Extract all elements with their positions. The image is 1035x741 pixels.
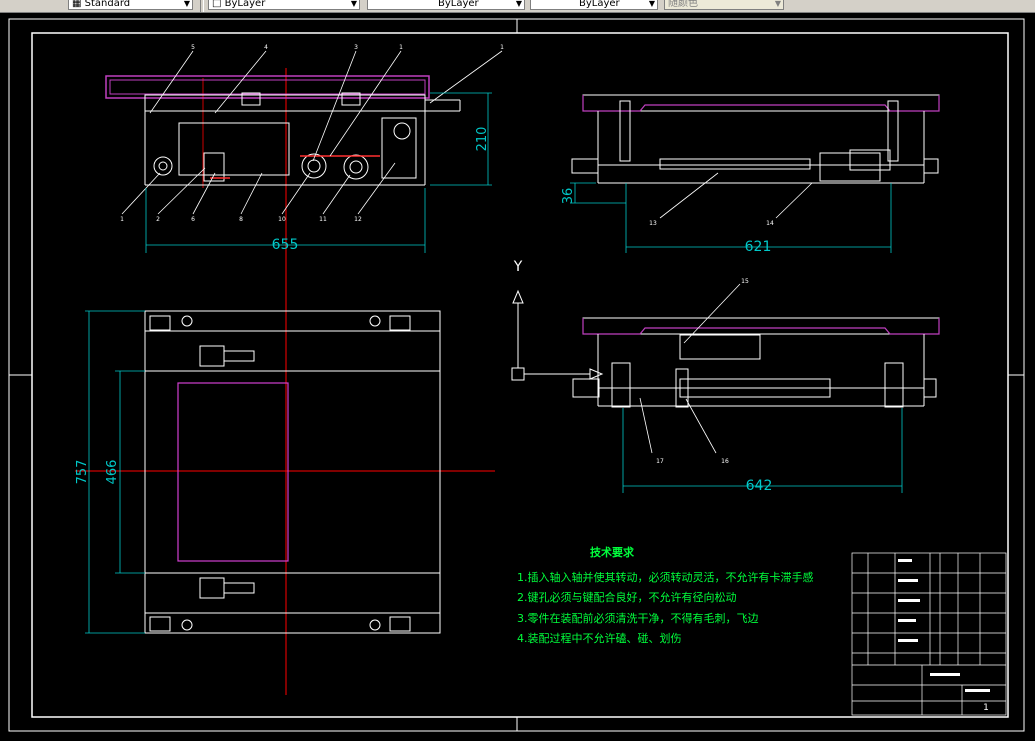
balloon: 3 xyxy=(354,44,358,51)
tech-requirement-item: 2.键孔必须与键配合良好，不允许有径向松动 xyxy=(517,591,737,604)
part-balloons: 5 4 3 1 1 1 2 6 8 10 11 12 13 14 15 17 1… xyxy=(120,44,774,465)
balloon: 1 xyxy=(500,44,504,51)
balloon: 11 xyxy=(319,216,327,223)
balloon: 12 xyxy=(354,216,362,223)
lineweight-dropdown[interactable]: ByLayer ▼ xyxy=(530,0,658,10)
balloon: 1 xyxy=(120,216,124,223)
ucs-icon xyxy=(511,289,604,381)
title-block-fills xyxy=(898,559,990,692)
text-style-value: Standard xyxy=(84,0,131,9)
plot-style-dropdown[interactable]: 随颜色 ▼ xyxy=(664,0,784,10)
balloon: 10 xyxy=(278,216,286,223)
lineweight-value: ByLayer xyxy=(579,0,620,9)
chevron-down-icon: ▼ xyxy=(515,0,522,8)
plot-style-value: 随颜色 xyxy=(668,0,698,9)
dim-right-mid-width: 642 xyxy=(746,478,773,494)
chevron-down-icon: ▼ xyxy=(648,0,655,8)
chevron-down-icon: ▼ xyxy=(183,0,190,8)
leader-lines xyxy=(659,172,813,219)
tech-requirement-item: 3.零件在装配前必须清洗干净，不得有毛刺，飞边 xyxy=(517,612,759,625)
color-swatch-icon: □ xyxy=(212,0,225,9)
tech-requirement-item: 4.装配过程中不允许磕、碰、划伤 xyxy=(517,632,682,645)
front-view xyxy=(105,75,461,186)
tech-requirements-title: 技术要求 xyxy=(590,546,634,559)
leader-lines xyxy=(639,283,741,454)
leader-lines xyxy=(121,50,503,215)
plan-view xyxy=(144,310,441,634)
balloon: 5 xyxy=(191,44,195,51)
toolbar-separator xyxy=(200,0,204,12)
dim-plan-outer: 757 xyxy=(75,460,90,485)
balloon: 15 xyxy=(741,278,749,285)
properties-toolbar: ▦ Standard ▼ □ ByLayer ▼ ByLayer ▼ ByLay… xyxy=(0,0,1035,13)
linetype-value: ByLayer xyxy=(438,0,479,9)
dimension-lines xyxy=(145,92,492,253)
layer-color-value: ByLayer xyxy=(224,0,266,9)
dimension-lines xyxy=(570,182,892,253)
drawing-canvas[interactable]: 655 210 621 36 642 757 466 Y 5 4 3 1 1 1… xyxy=(0,13,1035,737)
balloon: 16 xyxy=(721,458,729,465)
balloon: 4 xyxy=(264,44,268,51)
dimension-lines xyxy=(85,310,145,634)
linetype-dropdown[interactable]: ByLayer ▼ xyxy=(367,0,525,10)
balloon: 1 xyxy=(399,44,403,51)
dim-top-width: 655 xyxy=(272,237,299,253)
balloon: 14 xyxy=(766,220,774,227)
tech-requirement-item: 1.插入轴入轴并使其转动，必须转动灵活，不允许有卡滞手感 xyxy=(517,571,814,584)
layer-color-dropdown[interactable]: □ ByLayer ▼ xyxy=(208,0,360,10)
dimension-lines xyxy=(622,408,903,493)
balloon: 8 xyxy=(239,216,243,223)
chevron-down-icon: ▼ xyxy=(350,0,357,8)
axis-y-label: Y xyxy=(513,259,523,275)
dim-top-height: 210 xyxy=(475,127,490,152)
balloon: 2 xyxy=(156,216,160,223)
side-view-top xyxy=(571,94,940,184)
sheet-number: 1 xyxy=(983,703,989,713)
text-style-dropdown[interactable]: ▦ Standard ▼ xyxy=(68,0,193,10)
balloon: 6 xyxy=(191,216,195,223)
cad-drawing: 655 210 621 36 642 757 466 Y 5 4 3 1 1 1… xyxy=(8,18,1025,732)
title-block xyxy=(851,552,1007,716)
balloon: 13 xyxy=(649,220,657,227)
chevron-down-icon: ▼ xyxy=(774,0,781,8)
dim-plan-inner: 466 xyxy=(105,460,120,485)
dim-right-top-height: 36 xyxy=(561,188,576,205)
dim-right-top-width: 621 xyxy=(745,239,772,255)
text-style-icon: ▦ xyxy=(72,0,85,9)
balloon: 17 xyxy=(656,458,664,465)
side-view-middle xyxy=(572,317,940,408)
